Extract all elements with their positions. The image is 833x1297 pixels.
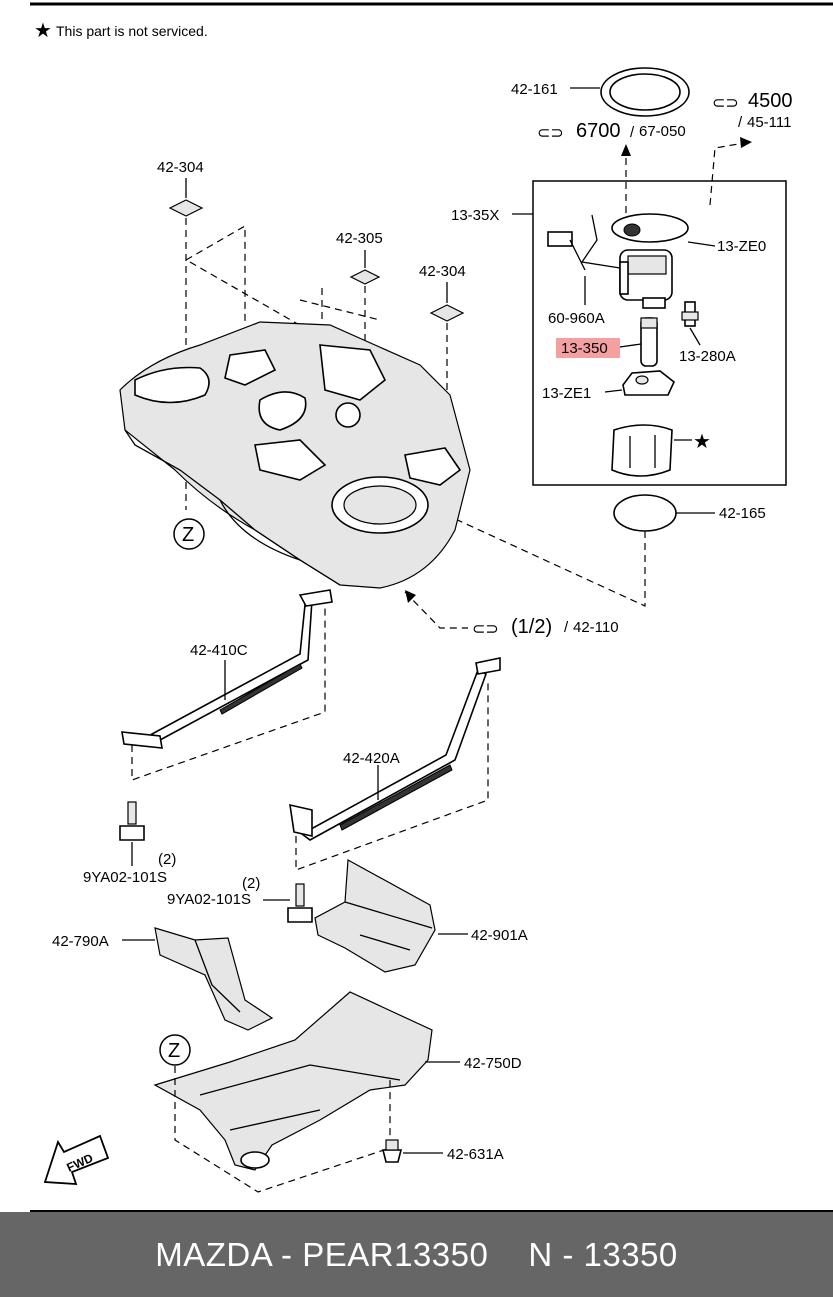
bolt-1-quantity: (2) <box>158 851 176 868</box>
gasket-42-165 <box>613 494 677 532</box>
footer-bar: MAZDA - PEAR13350 N - 13350 <box>0 1212 833 1297</box>
label-42-790A[interactable]: 42-790A <box>52 933 109 950</box>
svg-text:/: / <box>630 124 635 141</box>
strap-42-410C <box>121 589 333 749</box>
label-42-305[interactable]: 42-305 <box>336 230 383 247</box>
label-42-410C[interactable]: 42-410C <box>190 642 248 659</box>
bolt-2-quantity: (2) <box>242 875 260 892</box>
ref-6700-sub[interactable]: 67-050 <box>639 123 686 140</box>
svg-text:/: / <box>564 619 569 636</box>
star-icon: ★ <box>34 20 52 42</box>
ref-1-2-number[interactable]: (1/2) <box>511 616 552 638</box>
label-13-ZE0[interactable]: 13-ZE0 <box>717 238 766 255</box>
z-marker-1 <box>173 518 205 550</box>
ref-icon: ⊂⊃ <box>537 125 564 142</box>
label-bolt-2[interactable]: 9YA02-101S <box>167 891 251 908</box>
label-13-ZE1[interactable]: 13-ZE1 <box>542 385 591 402</box>
bolt-9YA02-101S-2 <box>287 883 313 923</box>
label-42-165[interactable]: 42-165 <box>719 505 766 522</box>
bolt-9YA02-101S-1 <box>119 801 145 841</box>
ref-4500-number[interactable]: 4500 <box>748 90 793 112</box>
ref-icon: ⊂⊃ <box>472 621 499 638</box>
star-icon: ★ <box>693 431 711 453</box>
shield-42-901A <box>314 859 436 973</box>
fuel-tank-42-110 <box>119 321 471 589</box>
reservoir-not-serviced <box>611 424 673 477</box>
label-42-304-right[interactable]: 42-304 <box>419 263 466 280</box>
ring-42-161 <box>600 67 690 117</box>
label-bolt-1[interactable]: 9YA02-101S <box>83 869 167 886</box>
highlight-13-350 <box>556 338 620 358</box>
pad-42-305 <box>349 269 381 285</box>
fuel-pump-module-box <box>532 180 787 486</box>
label-60-960A[interactable]: 60-960A <box>548 310 605 327</box>
strap-42-420A <box>289 657 501 841</box>
footer-part-number: MAZDA - PEAR13350 <box>155 1235 489 1273</box>
label-42-901A[interactable]: 42-901A <box>471 927 528 944</box>
shield-42-790A <box>154 927 274 1031</box>
label-42-420A[interactable]: 42-420A <box>343 750 400 767</box>
ref-1-2-sub[interactable]: 42-110 <box>573 619 619 636</box>
ref-6700-number[interactable]: 6700 <box>576 120 621 142</box>
pressure-regulator-13-280A <box>681 301 699 327</box>
label-42-304-left[interactable]: 42-304 <box>157 159 204 176</box>
label-13-35X[interactable]: 13-35X <box>451 207 499 224</box>
svg-text:Z: Z <box>168 1040 180 1062</box>
label-13-280A[interactable]: 13-280A <box>679 348 736 365</box>
ref-icon: ⊂⊃ <box>712 95 739 112</box>
arrow-4500 <box>709 141 751 206</box>
parts-diagram: ★ This part is not serviced. 42-161 ⊂⊃ 4… <box>30 2 833 1212</box>
fuel-gauge-sender-60-960A <box>547 214 629 295</box>
fuel-pump-13-350 <box>640 317 658 367</box>
label-42-750D[interactable]: 42-750D <box>464 1055 522 1072</box>
note-text: This part is not serviced. <box>56 23 208 39</box>
label-42-631A[interactable]: 42-631A <box>447 1146 504 1163</box>
ref-4500-sub[interactable]: 45-111 <box>747 114 791 131</box>
pump-flange-13-ZE0 <box>611 213 689 309</box>
svg-text:Z: Z <box>182 524 194 546</box>
filter-13-ZE1 <box>622 370 675 396</box>
shield-42-750D <box>153 991 433 1171</box>
z-marker-2 <box>159 1034 191 1066</box>
pad-42-304-right <box>429 304 465 322</box>
fwd-arrow-icon <box>43 1134 110 1185</box>
pad-42-304-left <box>168 199 204 217</box>
label-42-161[interactable]: 42-161 <box>511 81 558 98</box>
footer-catalog-number: N - 13350 <box>528 1235 678 1273</box>
label-13-350[interactable]: 13-350 <box>561 340 608 357</box>
clip-42-631A <box>381 1139 403 1163</box>
svg-text:/: / <box>738 114 743 131</box>
